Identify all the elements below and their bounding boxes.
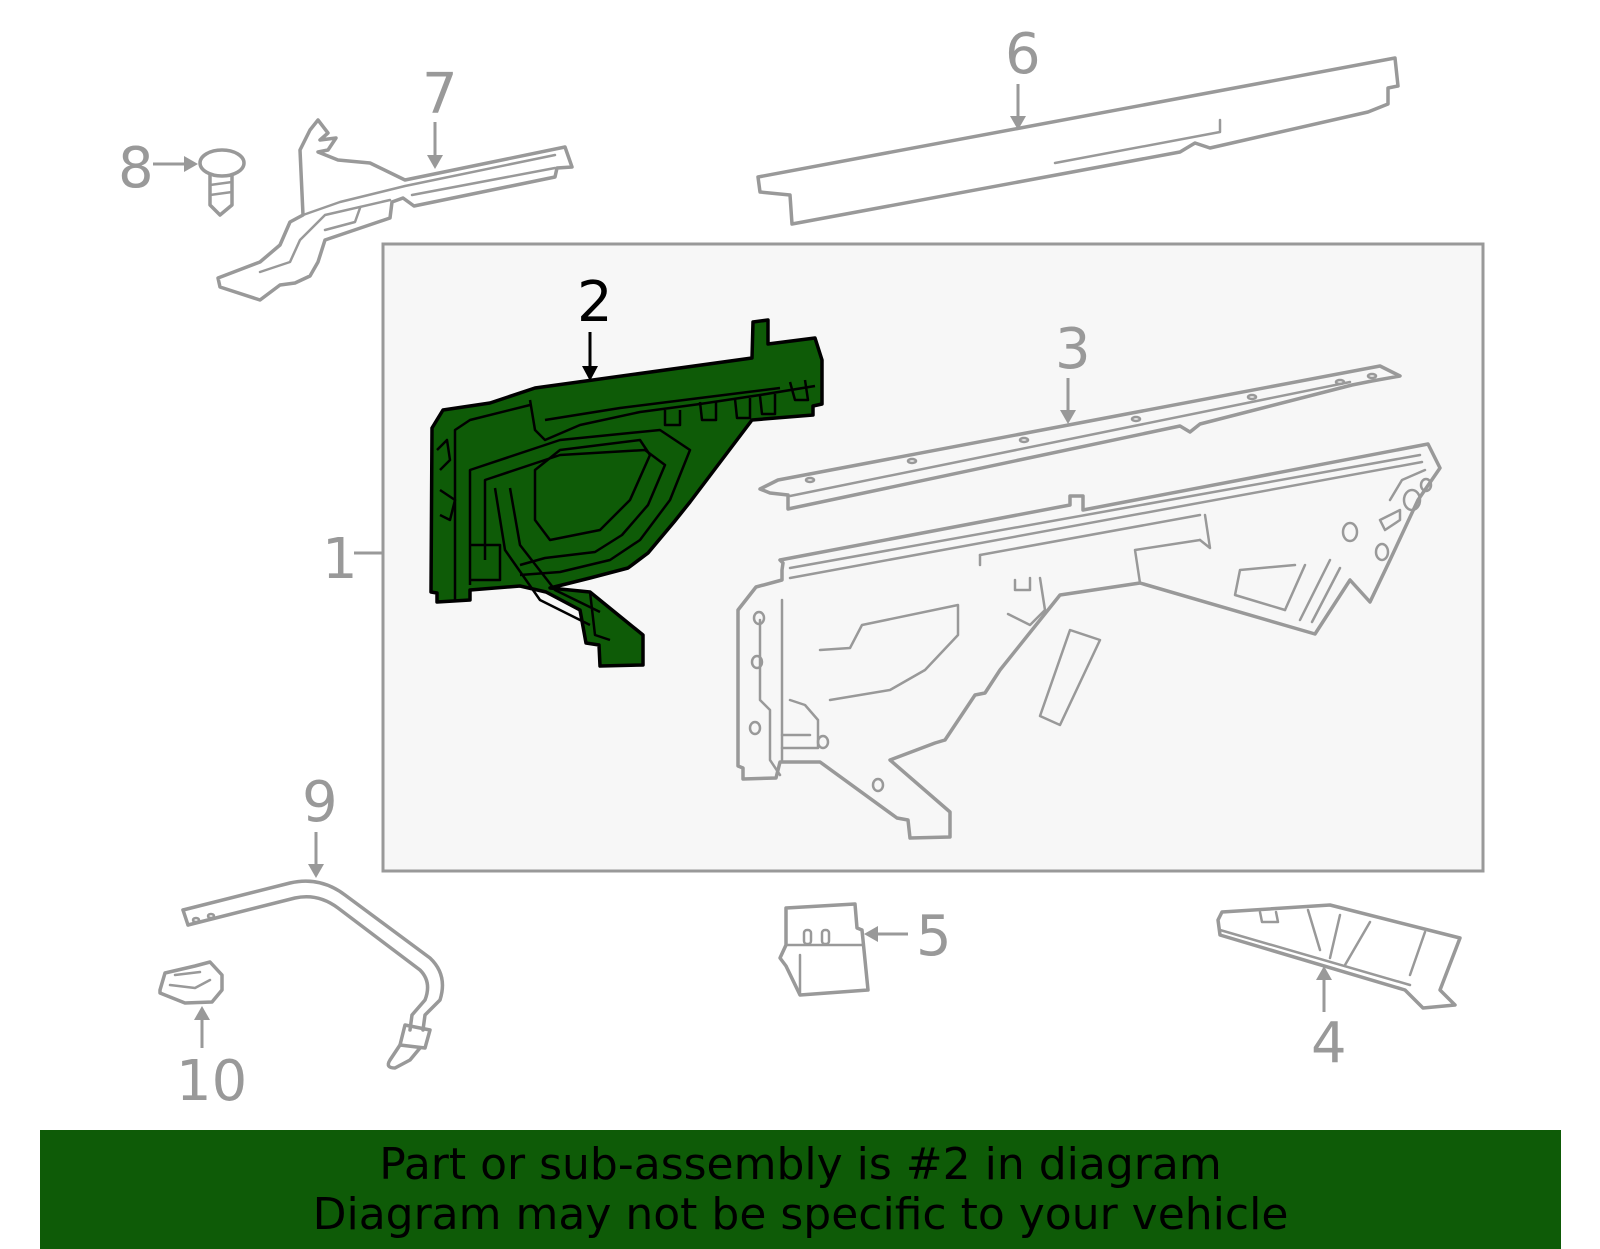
callout-8-arrowhead (184, 156, 198, 172)
callout-9-label: 9 (302, 770, 338, 835)
part-8-clip[interactable] (198, 148, 246, 217)
part-5-bracket[interactable] (778, 902, 870, 997)
banner-line-2: Diagram may not be specific to your vehi… (312, 1189, 1289, 1240)
callout-2-arrowhead (582, 366, 598, 381)
callout-6-arrowhead (1010, 116, 1026, 130)
callout-3-arrowhead (1060, 410, 1076, 424)
part-9-tube[interactable] (181, 879, 445, 1070)
callout-7-arrowhead (427, 155, 443, 169)
part-7-bracket[interactable] (216, 118, 574, 302)
side-panel-outline (736, 442, 1442, 840)
callout-4-arrowhead (1316, 966, 1332, 980)
banner-line-1: Part or sub-assembly is #2 in diagram (379, 1139, 1222, 1190)
parts-diagram: 1 2 3 (118, 22, 1485, 1114)
part-6-rail[interactable] (756, 56, 1400, 226)
callout-10-label: 10 (176, 1049, 247, 1114)
callout-3-label: 3 (1055, 317, 1091, 382)
callout-5-arrowhead (864, 926, 878, 942)
callout-1-label: 1 (322, 527, 358, 592)
part-10-grommet[interactable] (158, 960, 224, 1005)
callout-10-arrowhead (194, 1006, 210, 1020)
part-3-rail[interactable] (758, 364, 1402, 511)
info-banner: Part or sub-assembly is #2 in diagram Di… (40, 1130, 1561, 1249)
callout-8-label: 8 (118, 136, 154, 201)
callout-6-label: 6 (1005, 22, 1041, 87)
callout-4-label: 4 (1311, 1011, 1347, 1076)
callout-2-label: 2 (577, 270, 613, 335)
part-4-bracket[interactable] (1216, 903, 1462, 1010)
part-2-highlighted[interactable] (429, 318, 824, 668)
callout-9-arrowhead (308, 864, 324, 878)
callout-5-label: 5 (916, 904, 952, 969)
callout-7-label: 7 (422, 62, 458, 127)
